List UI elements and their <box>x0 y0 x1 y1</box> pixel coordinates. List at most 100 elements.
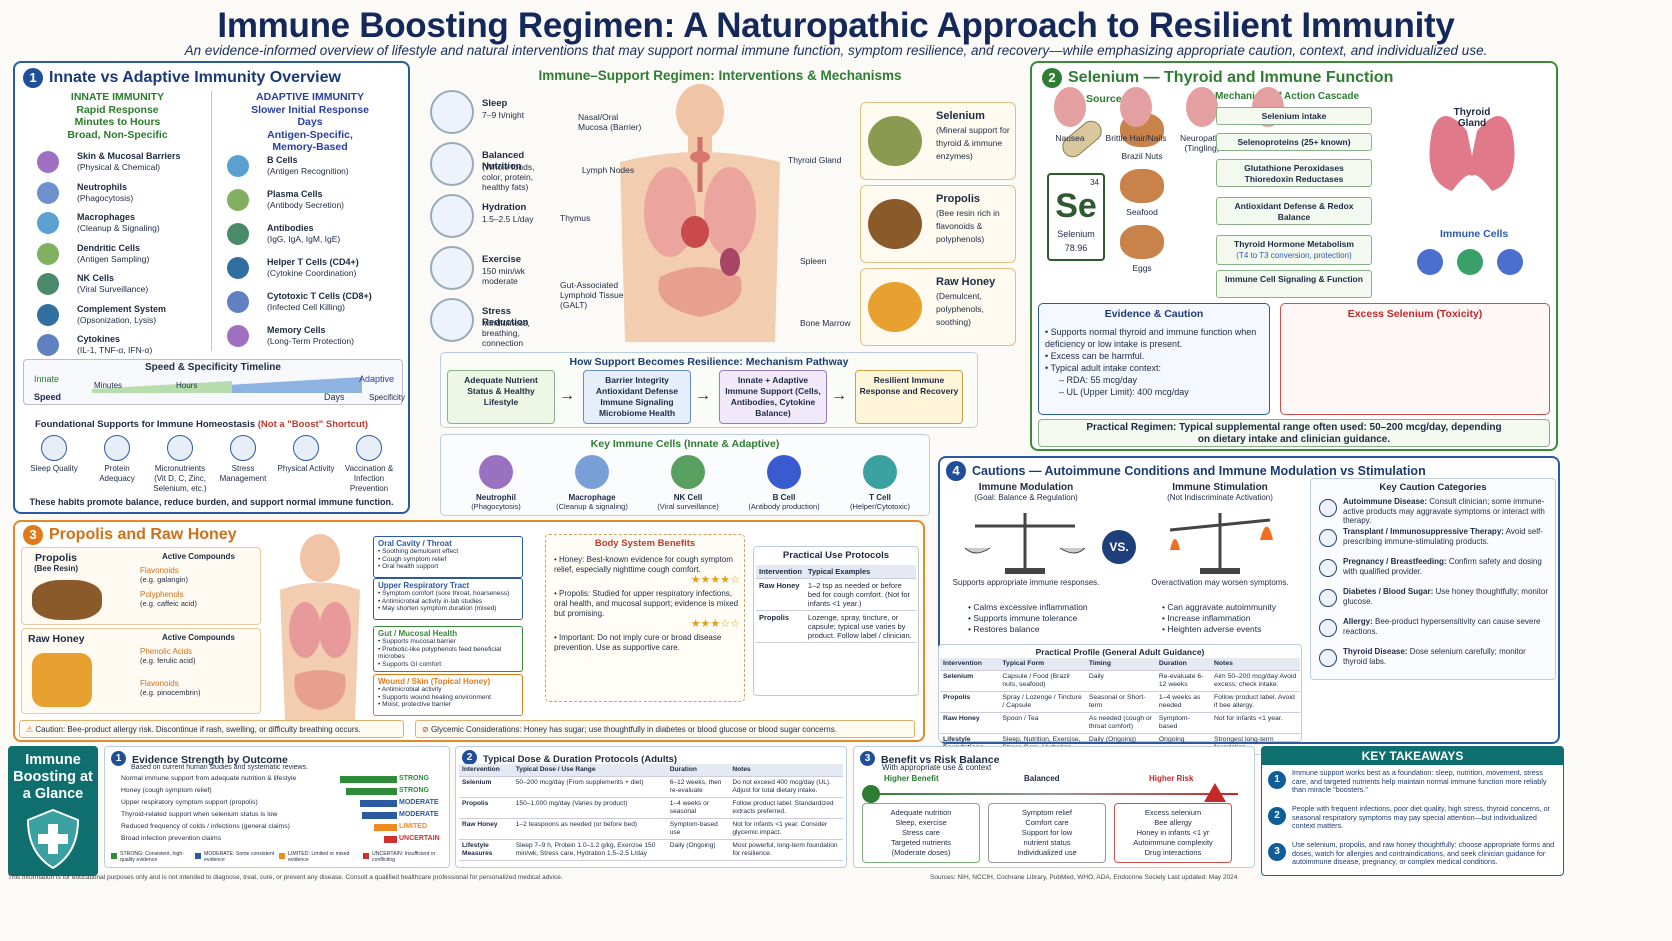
caution-icon <box>1319 589 1337 607</box>
cell-name: Plasma Cells <box>267 189 323 199</box>
caution-title: Transplant / Immunosuppressive Therapy: <box>1343 527 1504 536</box>
lifestyle-detail: 150 min/wk moderate <box>482 266 525 286</box>
immune-cell-icon <box>37 273 59 295</box>
lifestyle-label: Sleep <box>482 98 508 109</box>
immune-cell-icon <box>227 291 249 313</box>
modulation-bullets: • Calms excessive inflammation• Supports… <box>968 602 1088 634</box>
toxicity-icon <box>1186 87 1218 127</box>
foundation-icon <box>356 435 382 461</box>
toxicity-box: Excess Selenium (Toxicity) <box>1280 303 1550 415</box>
bee-allergy-caution: ⚠ Caution: Bee-product allergy risk. Dis… <box>19 720 404 738</box>
shield-cross-icon <box>26 808 80 870</box>
modulation-col: Immune Modulation(Goal: Balance & Regula… <box>974 482 1078 502</box>
lifestyle-icon <box>430 194 474 238</box>
key-cells: Key Immune Cells (Innate & Adaptive) Neu… <box>440 434 930 516</box>
body-area-box: Oral Cavity / Throat• Soothing demulcent… <box>373 536 523 578</box>
cell-role: (Opsonization, Lysis) <box>77 314 157 325</box>
body-label: Nasal/Oral Mucosa (Barrier) <box>578 112 642 132</box>
risk-item: Sleep, exercise <box>895 818 947 827</box>
cell-role: (Antibody Secretion) <box>267 200 345 210</box>
capsule-icon <box>1062 120 1102 158</box>
supplement-name: Propolis <box>936 193 981 205</box>
warning-icon <box>1204 783 1226 802</box>
foundation-icon <box>293 435 319 461</box>
body-side-illustration <box>280 534 360 720</box>
evidence-label: Normal immune support from adequate nutr… <box>121 775 297 782</box>
arrow-icon: → <box>559 387 575 404</box>
foundation-label: Micronutrients (Vit D, C, Zinc, Selenium… <box>153 464 207 493</box>
cell-name: NK Cells <box>77 273 115 283</box>
body-label: Spleen <box>800 256 827 266</box>
body-label: Lymph Nodes <box>582 165 635 175</box>
lifestyle-label: Exercise <box>482 254 522 265</box>
lifestyle-icon <box>430 142 474 186</box>
lifestyle-icon <box>430 90 474 134</box>
foundation-icon <box>167 435 193 461</box>
evidence-label: Honey (cough symptom relief) <box>121 787 212 794</box>
risk-item: Individualized use <box>1017 848 1077 857</box>
lifestyle-icon <box>430 298 474 342</box>
immune-cell-icon <box>227 189 249 211</box>
thumbs-up-icon <box>862 785 880 803</box>
glycemic-caution: ⊘ Glycemic Considerations: Honey has sug… <box>415 720 915 738</box>
cell-name: Skin & Mucosal Barriers <box>77 151 181 161</box>
caution-text: Dose selenium carefully; monitor thyroid… <box>1343 647 1526 666</box>
evidence-level: MODERATE <box>399 811 439 818</box>
flame-scale-icon <box>1169 513 1273 574</box>
caution-text: Use honey thoughtfully; monitor glucose. <box>1343 587 1548 606</box>
foundation-icon <box>230 435 256 461</box>
cascade-step: Immune Cell Signaling & Function <box>1216 270 1372 298</box>
cell-role: (Long-Term Protection) <box>267 336 354 346</box>
risk-item: Honey in infants <1 yr <box>1136 828 1210 837</box>
cascade-step: Selenium intake <box>1216 107 1372 125</box>
caution-categories: Key Caution Categories Autoimmune Diseas… <box>1310 478 1556 680</box>
evidence-bar <box>374 824 397 831</box>
periodic-tile-selenium: 34 Se Selenium 78.96 <box>1047 173 1105 261</box>
immune-cell-icon <box>37 334 59 356</box>
pathway-step: Resilient Immune Response and Recovery <box>855 370 963 424</box>
caution-text: Bee-product hypersensitivity can cause s… <box>1343 617 1541 636</box>
supplement-icon <box>868 116 922 166</box>
toxicity-icon <box>1054 87 1086 127</box>
caution-icon <box>1319 499 1337 517</box>
body-label: Thymus <box>560 213 591 223</box>
panel-title: Cautions — Autoimmune Conditions and Imm… <box>972 464 1426 479</box>
evidence-label: Upper respiratory symptom support (propo… <box>121 799 258 806</box>
takeaway-text: People with frequent infections, poor di… <box>1292 804 1550 831</box>
immune-cell-icon <box>37 181 59 204</box>
cell-role: (Cytokine Coordination) <box>267 268 357 278</box>
stimulation-bullets: • Can aggravate autoimmunity• Increase i… <box>1162 602 1277 634</box>
cascade-step: Thyroid Hormone Metabolism(T4 to T3 conv… <box>1216 235 1372 265</box>
lifestyle-label: Hydration <box>482 202 527 213</box>
mechanism-pathway: How Support Becomes Resilience: Mechanis… <box>440 352 978 428</box>
caution-text: Avoid self-prescribing immune-stimulatin… <box>1343 527 1543 546</box>
evidence-caution-box: Evidence & Caution • Supports normal thy… <box>1038 303 1270 415</box>
caution-icon <box>1319 559 1337 577</box>
evidence-bar <box>346 788 397 795</box>
source-label: Eggs <box>1132 263 1152 273</box>
toxicity-label: Neuropathy (Tingling) <box>1180 133 1224 153</box>
glance-panel: Immune Boosting at a Glance <box>8 746 98 876</box>
human-body-illustration <box>620 84 780 342</box>
immune-cell-icon <box>227 223 249 245</box>
immune-cell-icon <box>1417 249 1443 275</box>
body-area-box: Wound / Skin (Topical Honey)• Antimicrob… <box>373 674 523 716</box>
evidence-bar <box>360 800 397 807</box>
takeaway-text: Immune support works best as a foundatio… <box>1292 768 1547 795</box>
immune-cell-icon <box>767 455 801 489</box>
food-icon <box>1120 225 1164 259</box>
immune-cell-icon <box>1457 249 1483 275</box>
caution-text: Confirm safety and dosing with qualified… <box>1343 557 1542 576</box>
cell-role: (Cleanup & Signaling) <box>77 223 160 233</box>
supplement-name: Raw Honey <box>936 276 996 288</box>
immune-cell-icon <box>1497 249 1523 275</box>
foundational-footer: These habits promote balance, reduce bur… <box>29 497 394 507</box>
cell-name: Antibodies <box>267 223 314 233</box>
stimulation-col: Immune Stimulation(Not Indiscriminate Ac… <box>1167 482 1273 502</box>
